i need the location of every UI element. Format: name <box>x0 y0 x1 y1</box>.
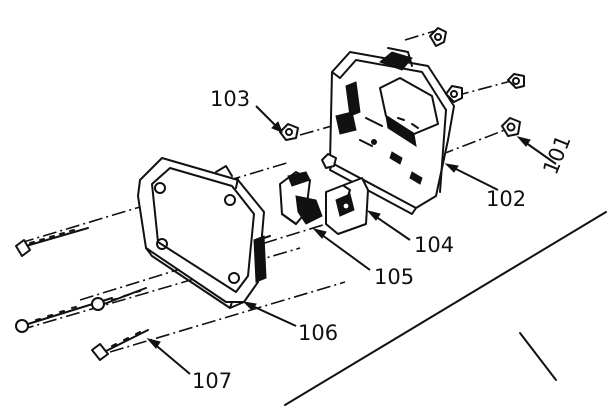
callout-101: 101 <box>538 132 575 178</box>
callout-105: 105 <box>374 265 414 289</box>
switch-plate <box>325 177 369 235</box>
hex-nuts <box>429 27 525 137</box>
callout-106: 106 <box>298 321 338 345</box>
small-nut <box>279 123 337 169</box>
leaders <box>146 105 557 375</box>
screws <box>15 227 149 361</box>
perspective-baseline <box>284 211 607 406</box>
callout-104: 104 <box>414 233 454 257</box>
callout-103: 103 <box>210 87 250 111</box>
callout-102: 102 <box>486 187 526 211</box>
overload-protector <box>279 171 323 225</box>
terminal-housing <box>329 47 455 215</box>
cover-plate <box>137 157 271 309</box>
corner-tick <box>519 332 557 381</box>
callout-107: 107 <box>192 369 232 393</box>
